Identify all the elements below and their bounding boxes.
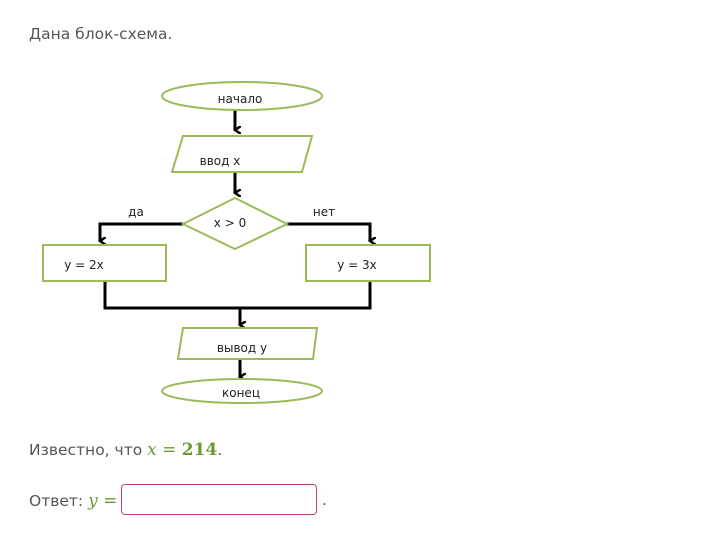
known-var: x <box>147 440 157 460</box>
known-statement: Известно, что x = 214. <box>29 440 222 460</box>
answer-var: y <box>88 491 98 511</box>
yes-action-shape <box>42 244 167 282</box>
arrow-no <box>287 222 370 241</box>
output-label: вывод y <box>217 341 267 355</box>
known-value: 214 <box>181 440 218 460</box>
output-shape <box>176 327 319 360</box>
no-label: нет <box>313 205 335 219</box>
answer-suffix: . <box>322 491 327 509</box>
yes-label: да <box>128 205 144 219</box>
end-label: конец <box>222 386 260 400</box>
intro-text: Дана блок-схема. <box>29 25 173 43</box>
answer-label: Ответ: y = <box>29 491 117 511</box>
start-label: начало <box>218 92 263 106</box>
answer-prefix: Ответ: <box>29 492 89 510</box>
yes-action-label: y = 2x <box>64 258 104 272</box>
answer-eq: = <box>97 491 118 511</box>
start-shape <box>161 81 323 111</box>
merge-line <box>103 281 372 310</box>
input-shape <box>170 135 314 173</box>
input-label: ввод x <box>200 154 241 168</box>
no-action-label: y = 3x <box>337 258 377 272</box>
known-suffix: . <box>217 441 223 459</box>
arrow-yes <box>100 222 183 241</box>
condition-label: x > 0 <box>214 216 246 230</box>
no-action-shape <box>305 244 431 282</box>
condition-shape <box>180 196 290 251</box>
end-shape <box>161 378 323 404</box>
answer-input[interactable] <box>121 484 317 515</box>
known-prefix: Известно, что <box>29 441 148 459</box>
known-eq: = <box>156 440 182 460</box>
